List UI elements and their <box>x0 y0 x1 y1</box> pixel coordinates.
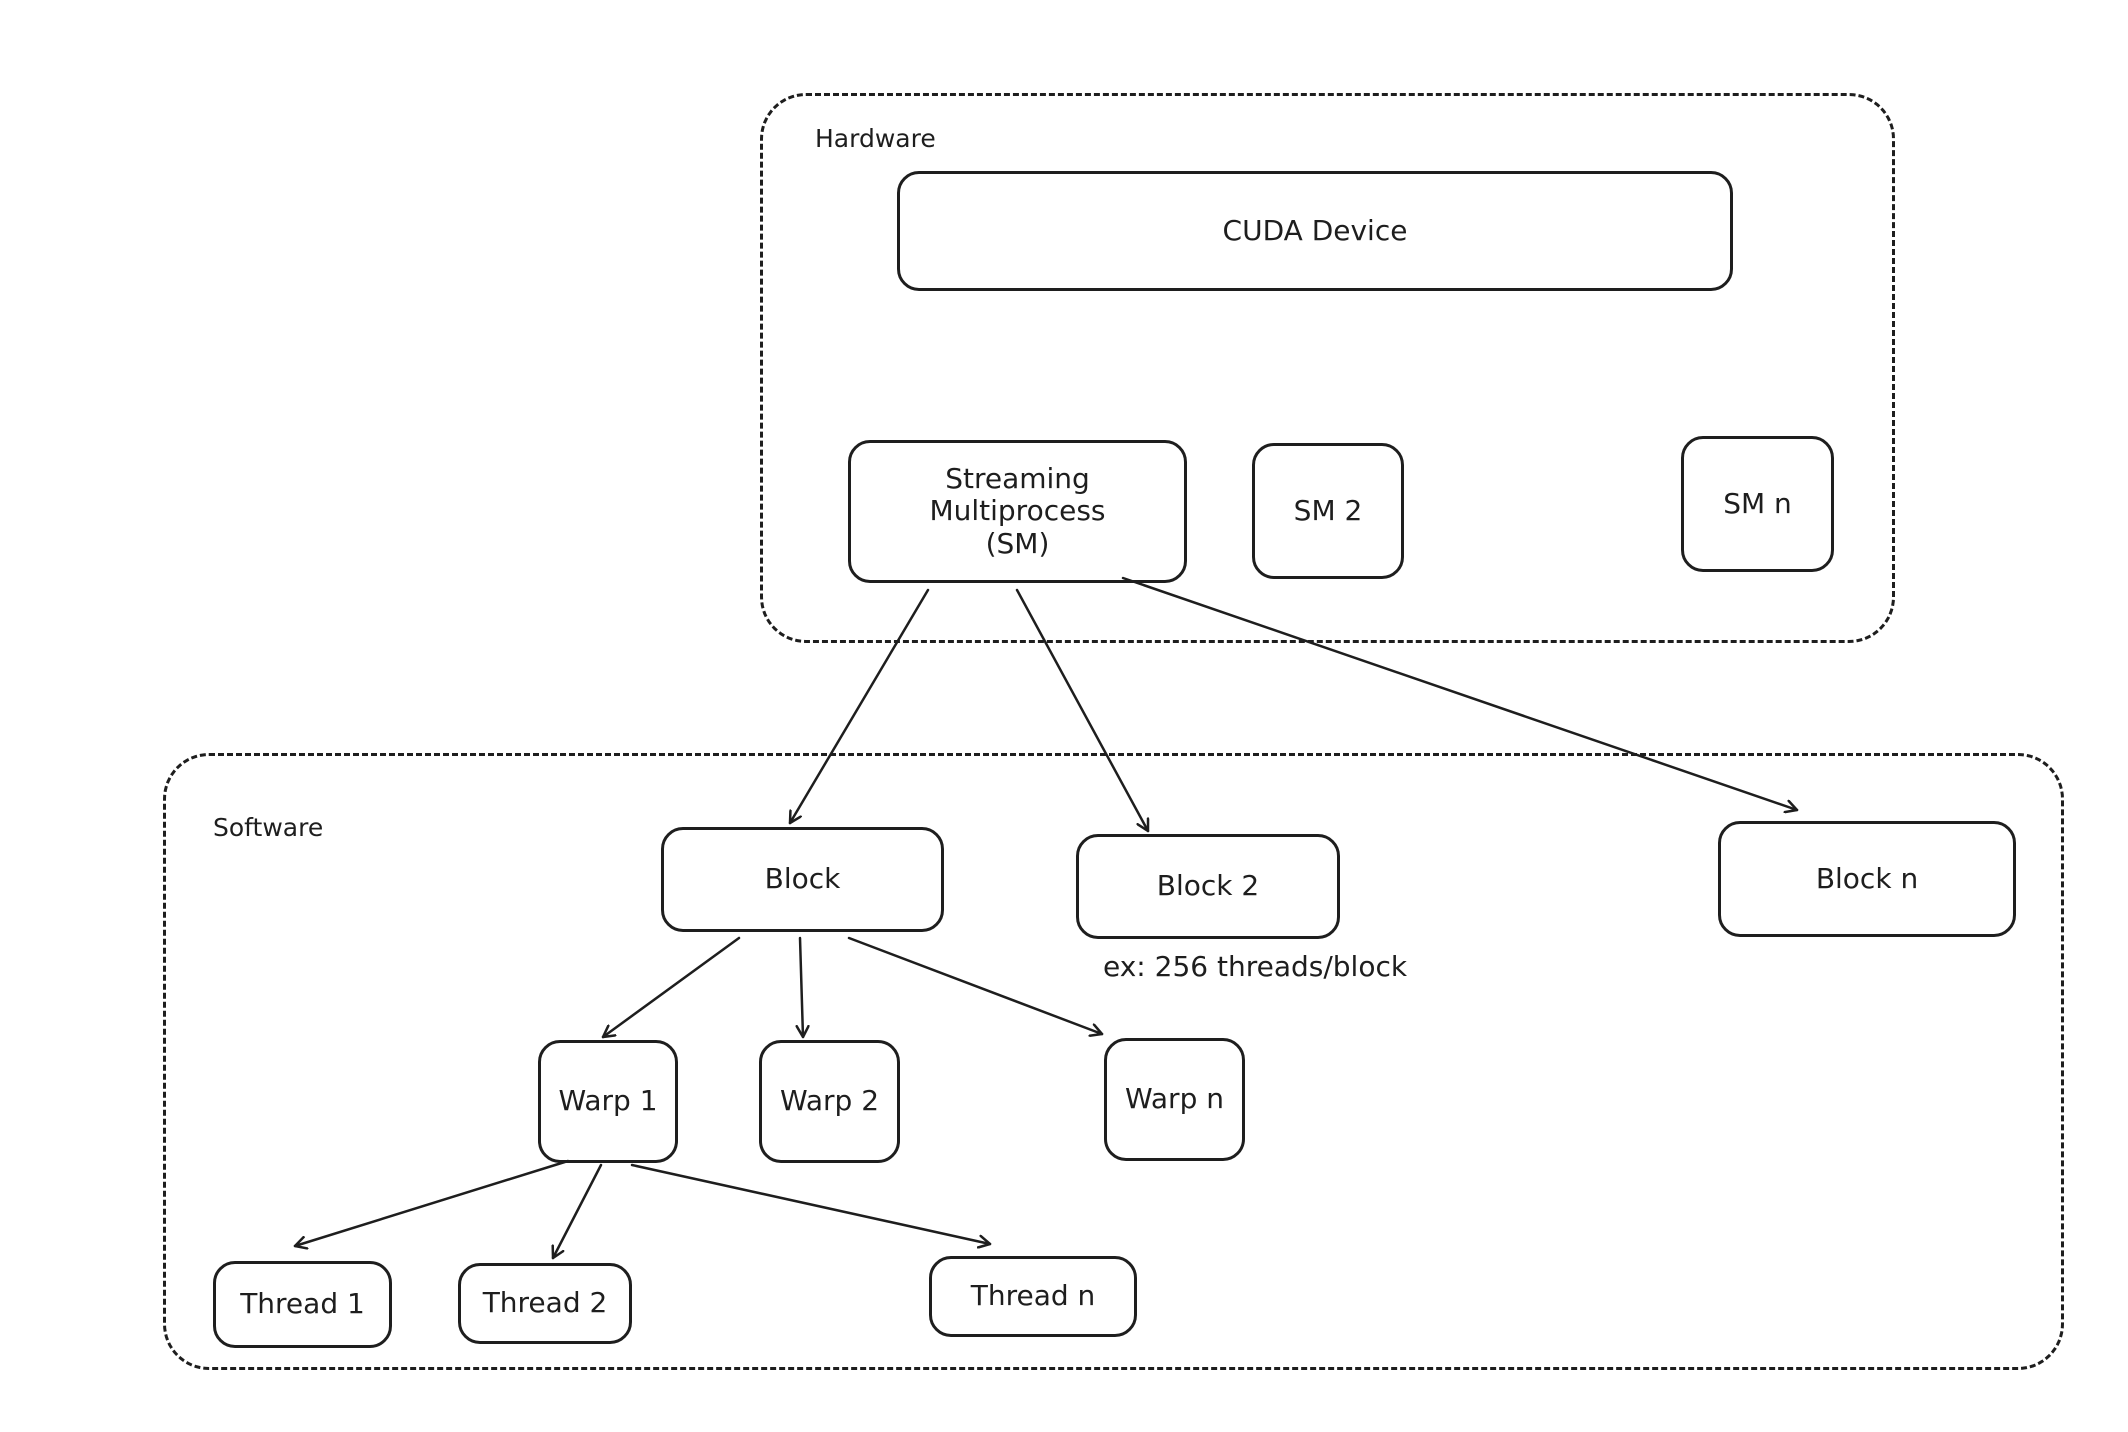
warp-n-label: Warp n <box>1125 1082 1224 1116</box>
thread-1-label: Thread 1 <box>240 1287 365 1321</box>
sm-1-label-line1: Streaming Multiprocess <box>929 462 1106 528</box>
sm-n-label: SM n <box>1723 486 1792 520</box>
warp-2-label: Warp 2 <box>779 1084 880 1118</box>
arrow-block-1-to-warp-2 <box>800 936 803 1039</box>
cuda-device-label: CUDA Device <box>1222 213 1408 247</box>
arrow-block-1-to-warp-1 <box>601 936 741 1039</box>
software-group-label: Software <box>213 813 324 842</box>
sm-2-node: SM 2 <box>1252 443 1404 579</box>
arrow-sm-1-to-block-2 <box>1015 588 1148 833</box>
sm-n-node: SM n <box>1681 436 1834 572</box>
warp-n-node: Warp n <box>1104 1038 1245 1161</box>
thread-n-label: Thread n <box>970 1279 1096 1313</box>
arrow-sm-1-to-block-1 <box>788 588 930 825</box>
hardware-group <box>760 93 1895 643</box>
threads-per-block-note: ex: 256 threads/block <box>1103 950 1408 983</box>
block-1-label: Block <box>764 862 841 896</box>
block-1-node: Block <box>661 827 944 932</box>
software-group <box>163 753 2064 1370</box>
arrow-sm-1-to-block-n <box>1121 576 1799 810</box>
sm-1-label-line2: (SM) <box>985 526 1050 560</box>
thread-1-node: Thread 1 <box>213 1261 392 1348</box>
sm-1-node: Streaming Multiprocess (SM) <box>848 440 1187 583</box>
warp-1-label: Warp 1 <box>558 1084 658 1118</box>
block-n-node: Block n <box>1718 821 2016 937</box>
warp-1-node: Warp 1 <box>538 1040 678 1163</box>
arrow-warp-1-to-thread-1 <box>293 1159 570 1246</box>
thread-2-node: Thread 2 <box>458 1263 632 1344</box>
arrow-block-1-to-warp-n <box>847 936 1104 1034</box>
arrow-warp-1-to-thread-n <box>630 1163 992 1244</box>
sm-2-label: SM 2 <box>1293 493 1363 527</box>
warp-2-node: Warp 2 <box>759 1040 900 1163</box>
arrow-warp-1-to-thread-2 <box>553 1163 603 1260</box>
cuda-device-node: CUDA Device <box>897 171 1733 291</box>
thread-2-label: Thread 2 <box>482 1286 608 1320</box>
block-2-node: Block 2 <box>1076 834 1340 939</box>
thread-n-node: Thread n <box>929 1256 1137 1337</box>
block-2-label: Block 2 <box>1156 869 1260 903</box>
block-n-label: Block n <box>1815 861 1919 895</box>
hardware-group-label: Hardware <box>815 124 936 153</box>
